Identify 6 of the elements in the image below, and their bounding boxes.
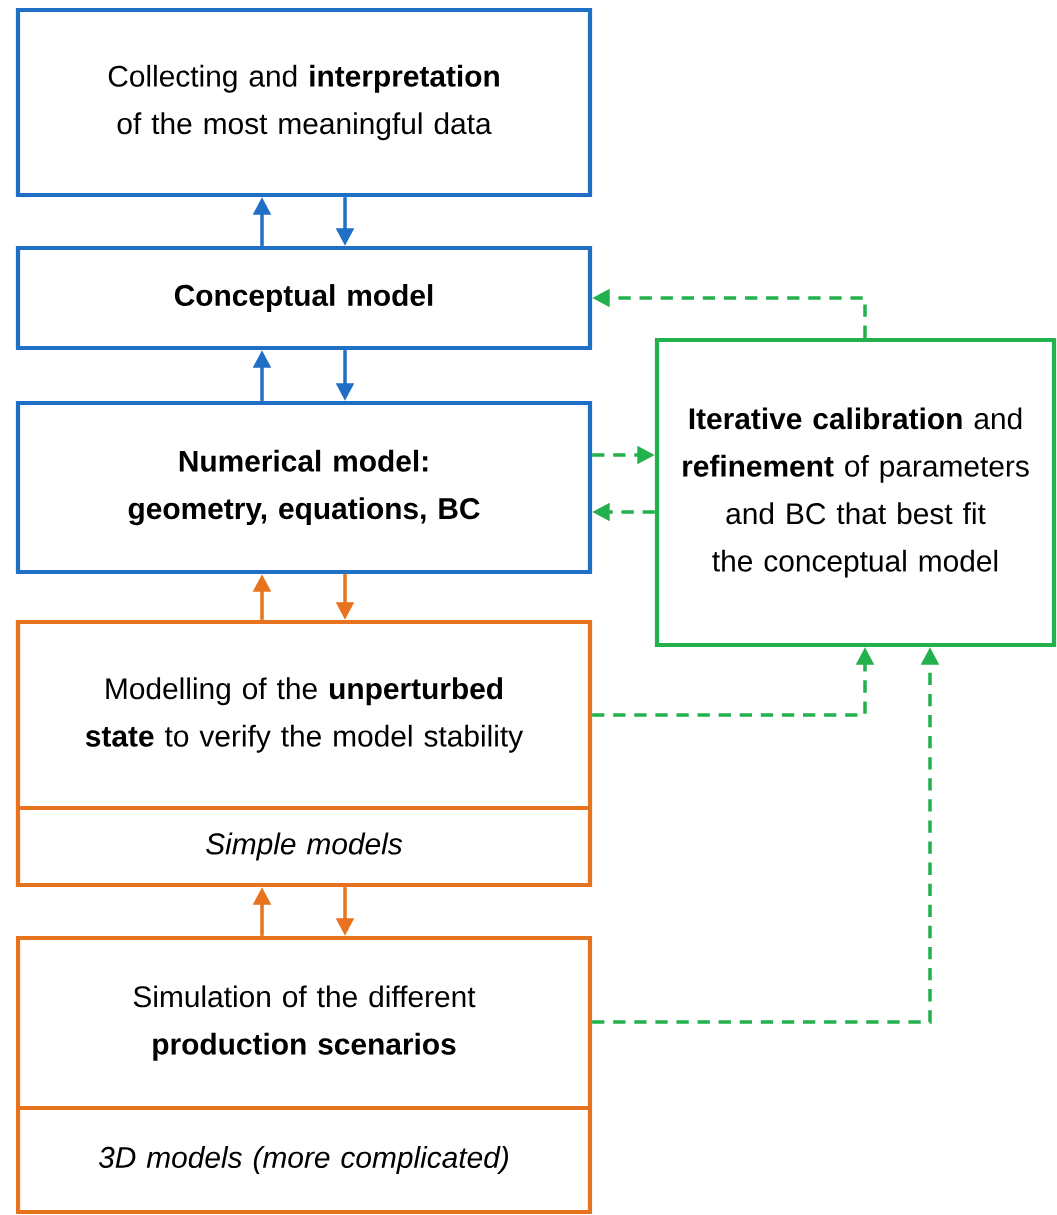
process-box: Modelling of the unperturbed state to verify the model stability Simple models xyxy=(15,619,593,888)
process-box: Numerical model: geometry, equations, BC xyxy=(15,400,593,575)
process-box: Simulation of the different production scenarios 3D models (more complicated) xyxy=(15,935,593,1215)
process-box: Iterative calibration and refinement of parameters and BC that best fit the conceptual model xyxy=(654,337,1057,648)
process-box: Conceptual model xyxy=(15,245,593,351)
process-box: Collecting and interpretation of the most meaningful data xyxy=(15,7,593,198)
